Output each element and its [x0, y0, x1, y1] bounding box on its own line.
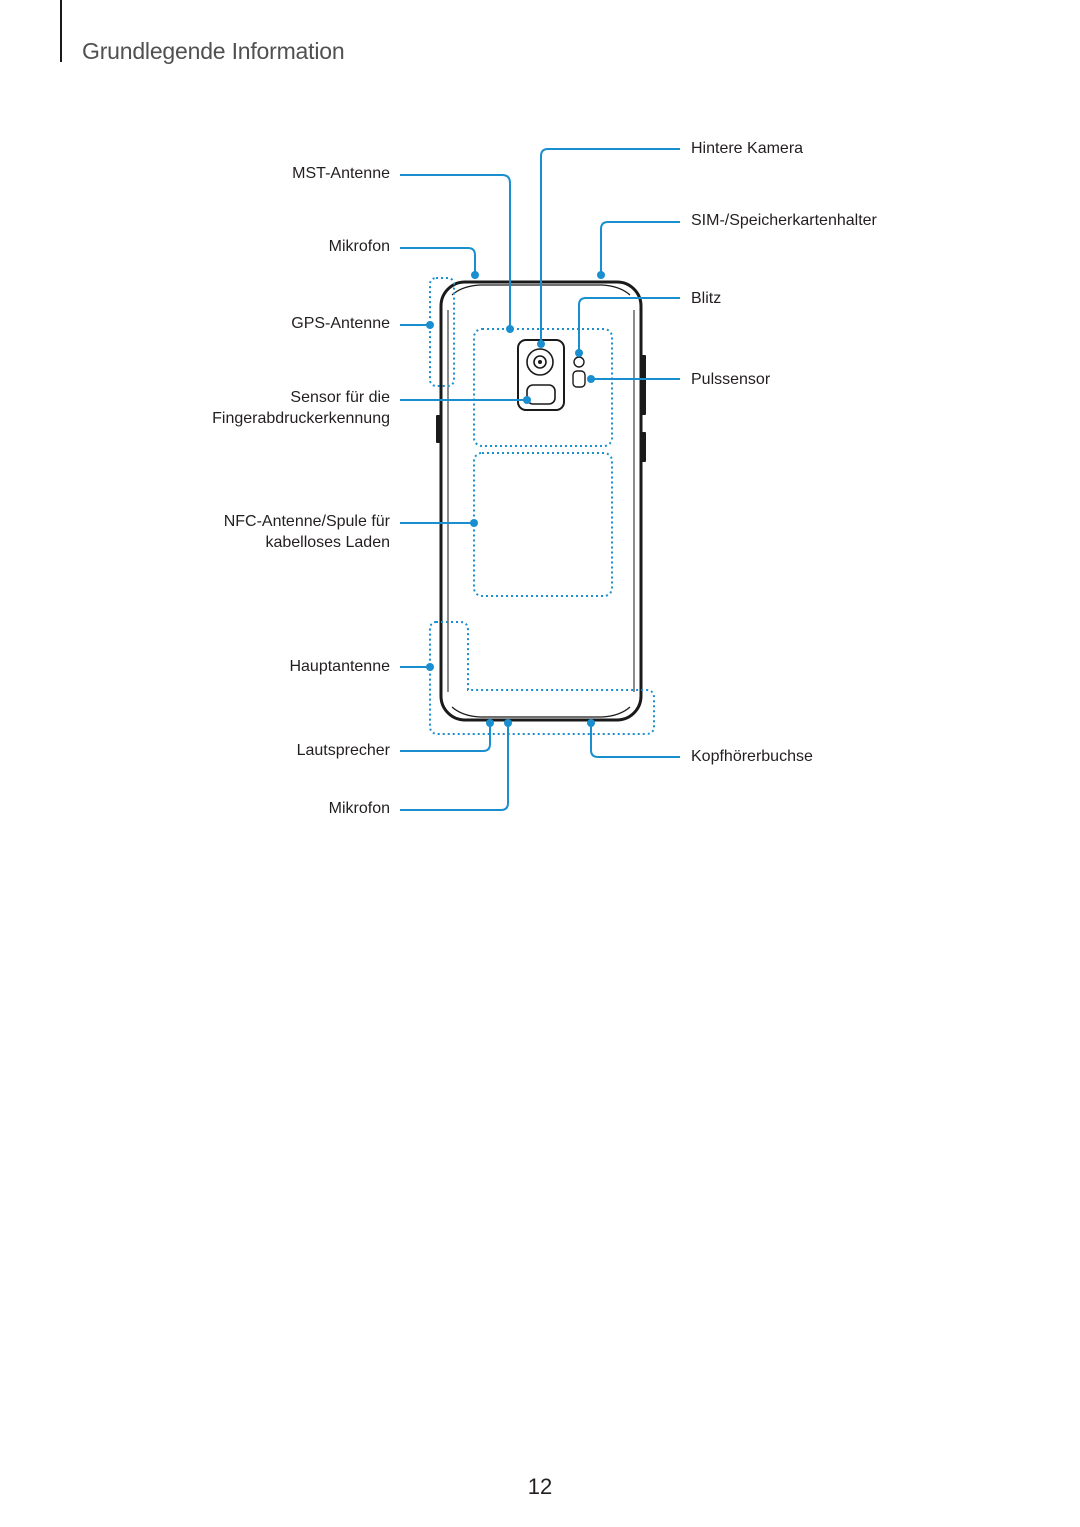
label-rear-camera: Hintere Kamera	[691, 140, 804, 157]
label-flash: Blitz	[691, 290, 722, 307]
label-fingerprint-line2: Fingerabdruckerkennung	[212, 410, 390, 427]
page-number: 12	[527, 1474, 553, 1499]
dot-microphone-bottom	[504, 719, 512, 727]
label-mst-antenna: MST-Antenne	[292, 165, 390, 182]
label-microphone-bottom: Mikrofon	[328, 800, 390, 817]
label-gps-antenna: GPS-Antenne	[291, 315, 390, 332]
label-microphone-top: Mikrofon	[328, 238, 390, 255]
dot-flash	[575, 349, 583, 357]
dot-main-antenna	[426, 663, 434, 671]
label-heart-rate-sensor: Pulssensor	[691, 371, 771, 388]
label-sim-tray: SIM-/Speicherkartenhalter	[691, 212, 877, 229]
label-nfc-line1: NFC-Antenne/Spule für	[223, 513, 390, 530]
main-antenna-region	[429, 621, 655, 735]
dot-nfc-antenna	[470, 519, 478, 527]
dot-rear-camera	[537, 340, 545, 348]
dot-earphone-jack	[587, 719, 595, 727]
callout-microphone-top	[400, 247, 476, 275]
phone-back-diagram: MST-Antenne Mikrofon GPS-Antenne Sensor …	[212, 140, 877, 817]
callout-flash	[578, 297, 680, 353]
heart-rate-sensor-window	[572, 370, 586, 388]
rear-camera-module	[517, 339, 586, 411]
callout-earphone-jack	[590, 723, 680, 758]
label-speaker: Lautsprecher	[296, 742, 390, 759]
dot-mst-antenna	[506, 325, 514, 333]
gps-antenna-region	[429, 277, 455, 387]
label-main-antenna: Hauptantenne	[289, 658, 390, 675]
dot-heart-rate-sensor	[587, 375, 595, 383]
label-nfc-line2: kabelloses Laden	[265, 534, 390, 551]
callout-lines	[400, 148, 680, 811]
phone-body	[439, 280, 643, 722]
dot-fingerprint-sensor	[523, 396, 531, 404]
dot-microphone-top	[471, 271, 479, 279]
mst-antenna-region	[473, 328, 613, 447]
dot-speaker	[486, 719, 494, 727]
section-title: Grundlegende Information	[82, 38, 345, 64]
callout-rear-camera	[540, 148, 680, 344]
dot-sim-tray	[597, 271, 605, 279]
callout-microphone-bottom	[400, 723, 509, 811]
fingerprint-sensor	[526, 384, 556, 405]
phone-back-illustration	[400, 148, 680, 811]
callout-sim-tray	[600, 221, 680, 275]
dot-gps-antenna	[426, 321, 434, 329]
callout-dots	[426, 271, 605, 727]
label-earphone-jack: Kopfhörerbuchse	[691, 748, 813, 765]
label-fingerprint-line1: Sensor für die	[290, 389, 390, 406]
callout-speaker	[400, 723, 491, 752]
side-rule	[60, 0, 62, 62]
callout-mst-antenna	[400, 174, 511, 329]
